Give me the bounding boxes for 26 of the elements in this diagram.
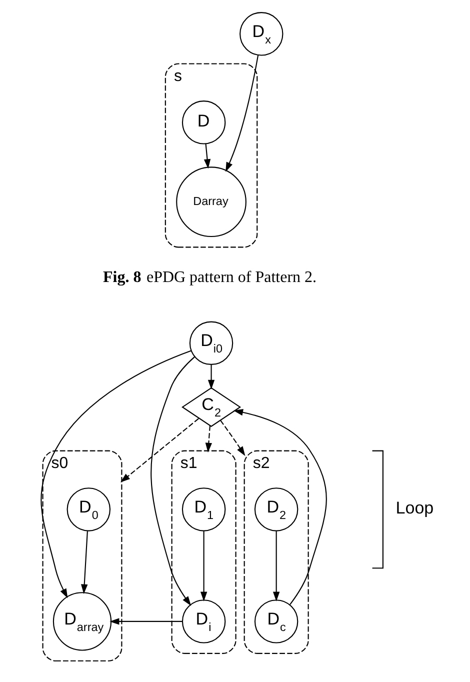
node-circle: D$_{i0}$ (189, 321, 234, 365)
node-diamond: C$_{2}$ (182, 387, 242, 427)
arrow (205, 426, 212, 452)
arrow (226, 55, 259, 172)
arrow (204, 144, 211, 169)
arrow (120, 418, 199, 482)
node-circle: D$_{2}$ (254, 488, 298, 532)
arrow (40, 350, 192, 598)
node-circle: D$_{c}$ (254, 600, 298, 644)
arrow (233, 409, 327, 605)
node-circle: Darray (176, 166, 246, 238)
arrow (110, 618, 182, 625)
node-circle: D$_{x}$ (240, 12, 284, 56)
arrow (272, 531, 280, 602)
arrow (220, 420, 246, 456)
node-circle: D$_{i}$ (182, 600, 226, 644)
arrow (150, 356, 195, 606)
label: Loop (396, 498, 434, 518)
label: Fig. 8 ePDG pattern of Pattern 2. (103, 268, 317, 286)
node-circle: D$_{1}$ (182, 488, 226, 532)
arrow (200, 531, 208, 602)
node-circle: D$_{array}$ (52, 592, 112, 651)
arrow (80, 531, 88, 594)
node-circle: D (182, 100, 226, 144)
arrow (208, 364, 215, 390)
node-circle: D$_{0}$ (66, 488, 110, 532)
